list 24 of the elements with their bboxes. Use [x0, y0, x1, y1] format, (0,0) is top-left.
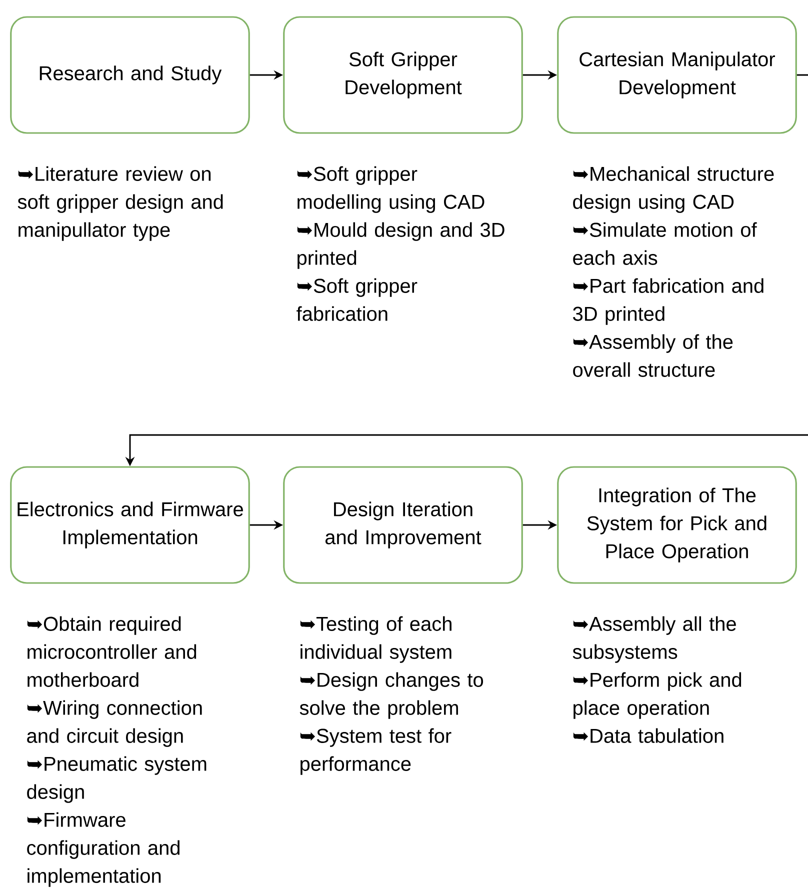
process-box: Soft Gripper Development: [283, 16, 523, 134]
process-box: Cartesian Manipulator Development: [557, 16, 797, 134]
bullet-text: ➥Firmware configuration and implementation: [27, 812, 180, 887]
bullet-text: ➥Assembly of the overall structure: [573, 334, 733, 377]
bullet-text: ➥Assembly all the subsystems: [572, 616, 736, 663]
bullet-text: ➥Design changes to solve the problem: [300, 672, 484, 719]
bullet-text: ➥Simulate motion of each axis: [573, 222, 757, 265]
bullet-text: ➥Mould design and 3D printed: [297, 222, 504, 269]
bullet-text: ➥Testing of each individual system: [300, 616, 452, 663]
process-box: Electronics and Firmware Implementation: [10, 466, 250, 584]
bullet-text: ➥Soft gripper fabrication: [296, 278, 418, 321]
bullet-text: ➥Wiring connection and circuit design: [27, 700, 202, 747]
bullet-text: ➥Mechanical structure design using CAD: [573, 166, 774, 213]
bullet-text: ➥Obtain required microcontroller and motherboard: [27, 616, 196, 687]
bullet-text: ➥Part fabrication and 3D printed: [573, 278, 764, 325]
bullet-text: ➥Perform pick and place operation: [573, 672, 742, 719]
bullet-text: ➥System test for performance: [300, 728, 452, 775]
process-box: Research and Study: [10, 16, 250, 134]
bullet-text: ➥Data tabulation: [573, 728, 724, 743]
bullet-text: ➥Pneumatic system design: [27, 756, 206, 803]
bullet-text: ➥Soft gripper modelling using CAD: [297, 166, 484, 213]
bullet-text: ➥Literature review on soft gripper design and manipullator type: [18, 166, 223, 241]
process-box: Integration of The System for Pick and Place Operation: [557, 466, 797, 584]
process-box: Design Iteration and Improvement: [283, 466, 523, 584]
